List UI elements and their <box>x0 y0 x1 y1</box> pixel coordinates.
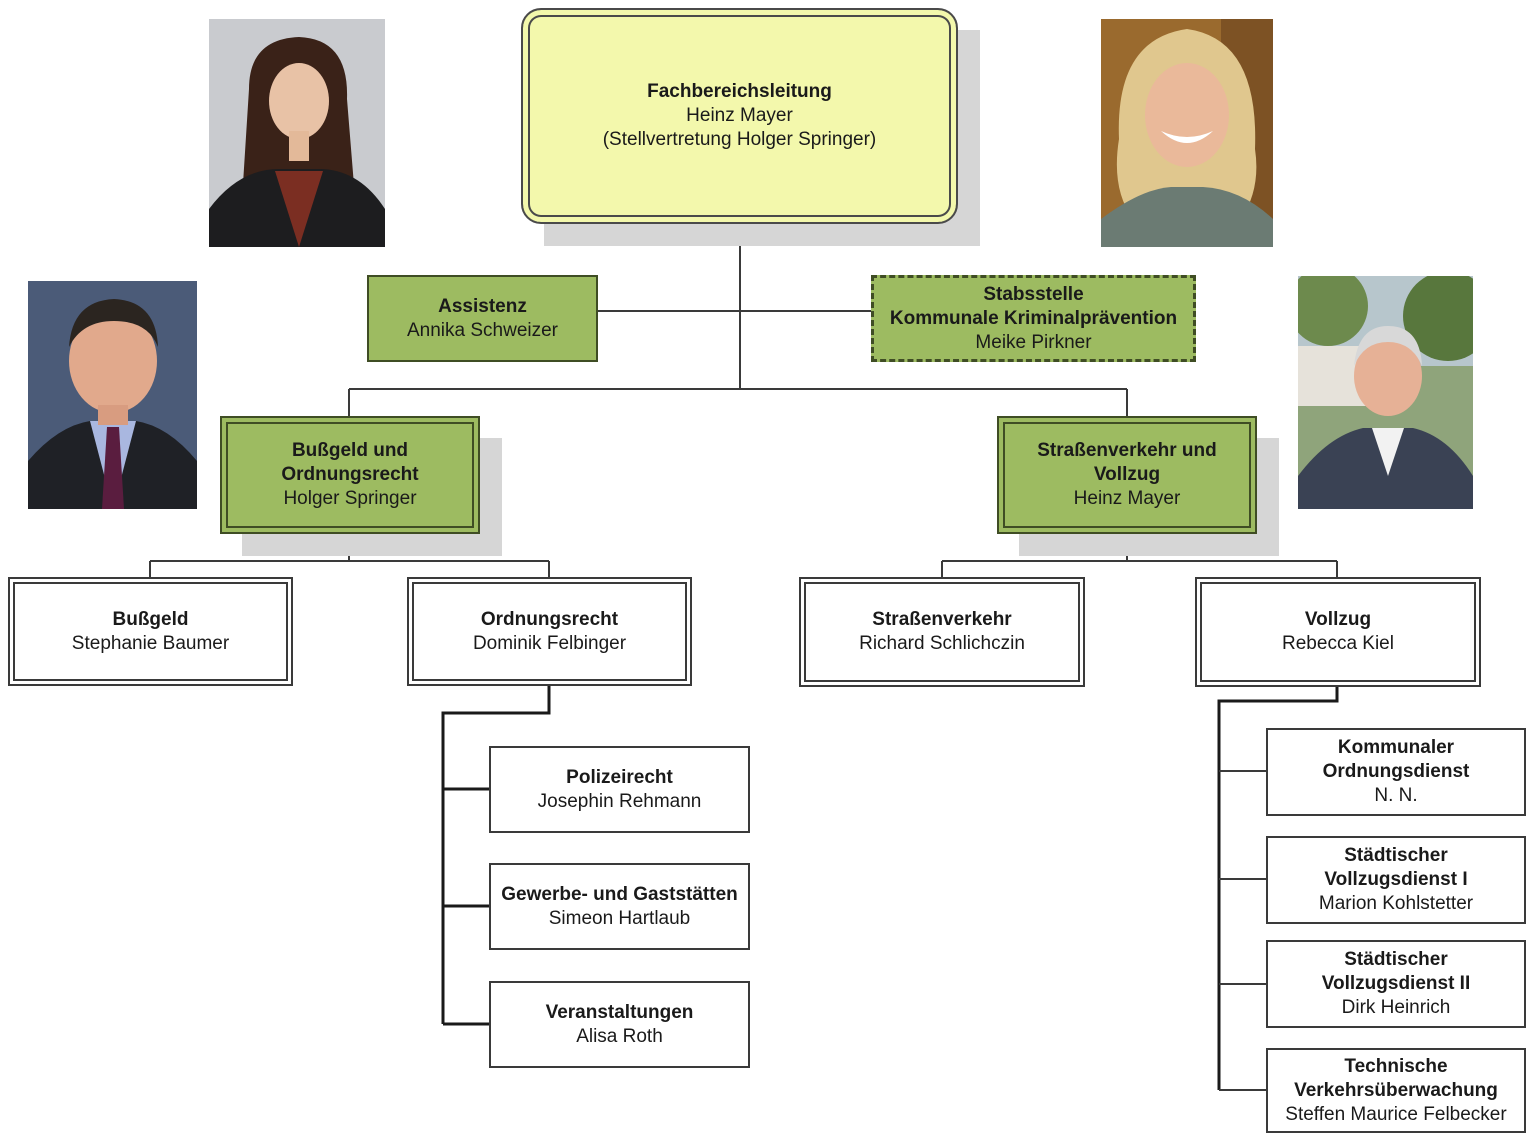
veranstaltungen-name: Alisa Roth <box>576 1025 663 1047</box>
strassenverkehr-title: Straßenverkehr <box>872 609 1012 630</box>
polizeirecht-box: Polizeirecht Josephin Rehmann <box>489 746 750 833</box>
portrait-man-suit-icon <box>28 281 197 509</box>
assistenz-name: Annika Schweizer <box>406 319 559 341</box>
bussgeld-name: Stephanie Baumer <box>71 632 230 654</box>
stab-box: Stabsstelle Kommunale Kriminalprävention… <box>871 275 1196 362</box>
head-deputy: (Stellvertretung Holger Springer) <box>602 129 877 150</box>
gewerbe-name: Simeon Hartlaub <box>548 907 691 929</box>
dept-right-box: Straßenverkehr und Vollzug Heinz Mayer <box>997 416 1257 534</box>
polizeirecht-title: Polizeirecht <box>566 766 673 788</box>
gewerbe-title: Gewerbe- und Gaststätten <box>501 883 738 905</box>
strassenverkehr-box: Straßenverkehr Richard Schlichczin <box>799 577 1085 687</box>
ordnungsrecht-name: Dominik Felbinger <box>472 632 627 654</box>
dept-right-title: Straßenverkehr und Vollzug <box>1037 440 1217 485</box>
kod-title: Kommunaler Ordnungsdienst <box>1322 737 1470 782</box>
vollzug-name: Rebecca Kiel <box>1282 633 1394 654</box>
head-title: Fachbereichsleitung <box>647 81 832 102</box>
assistenz-box: Assistenz Annika Schweizer <box>367 275 598 362</box>
vollzug-tree-line <box>1217 686 1339 1090</box>
vd1-title: Städtischer Vollzugsdienst I <box>1324 845 1468 890</box>
vd2-title: Städtischer Vollzugsdienst II <box>1321 949 1471 994</box>
vd2-box: Städtischer Vollzugsdienst II Dirk Heinr… <box>1266 940 1526 1028</box>
stab-name: Meike Pirkner <box>975 331 1092 353</box>
vd1-box: Städtischer Vollzugsdienst I Marion Kohl… <box>1266 836 1526 924</box>
bussgeld-title: Bußgeld <box>112 608 189 630</box>
ordnung-tree-line <box>441 686 551 1024</box>
tech-title: Technische Verkehrsüberwachung <box>1294 1055 1498 1101</box>
veranstaltungen-title: Veranstaltungen <box>545 1001 694 1023</box>
veranstaltungen-box: Veranstaltungen Alisa Roth <box>489 981 750 1068</box>
strassenverkehr-name: Richard Schlichczin <box>859 633 1025 654</box>
kod-box: Kommunaler Ordnungsdienst N. N. <box>1266 728 1526 816</box>
dept-left-title: Bußgeld und Ordnungsrecht <box>281 440 419 485</box>
dept-left-box: Bußgeld und Ordnungsrecht Holger Springe… <box>220 416 480 534</box>
tech-box: Technische Verkehrsüberwachung Steffen M… <box>1266 1048 1526 1133</box>
gewerbe-box: Gewerbe- und Gaststätten Simeon Hartlaub <box>489 863 750 950</box>
dept-right-name: Heinz Mayer <box>1073 488 1181 509</box>
polizeirecht-name: Josephin Rehmann <box>537 790 702 812</box>
portrait-woman-dark-hair-icon <box>209 19 385 247</box>
ordnungsrecht-box: Ordnungsrecht Dominik Felbinger <box>407 577 692 686</box>
vollzug-title: Vollzug <box>1304 609 1372 630</box>
ordnungsrecht-title: Ordnungsrecht <box>480 608 619 630</box>
head-name: Heinz Mayer <box>686 105 793 126</box>
assistenz-title: Assistenz <box>438 295 527 317</box>
stab-title: Stabsstelle Kommunale Kriminalprävention <box>889 283 1178 329</box>
portrait-woman-blonde-icon <box>1101 19 1273 247</box>
kod-name: N. N. <box>1374 785 1418 806</box>
vd1-name: Marion Kohlstetter <box>1318 893 1474 914</box>
head-box: Fachbereichsleitung Heinz Mayer (Stellve… <box>521 8 958 224</box>
vd2-name: Dirk Heinrich <box>1341 997 1451 1018</box>
vollzug-box: Vollzug Rebecca Kiel <box>1195 577 1481 687</box>
bussgeld-box: Bußgeld Stephanie Baumer <box>8 577 293 686</box>
dept-left-name: Holger Springer <box>283 488 417 509</box>
tech-name: Steffen Maurice Felbecker <box>1285 1103 1507 1125</box>
portrait-man-outdoor-icon <box>1298 276 1473 509</box>
